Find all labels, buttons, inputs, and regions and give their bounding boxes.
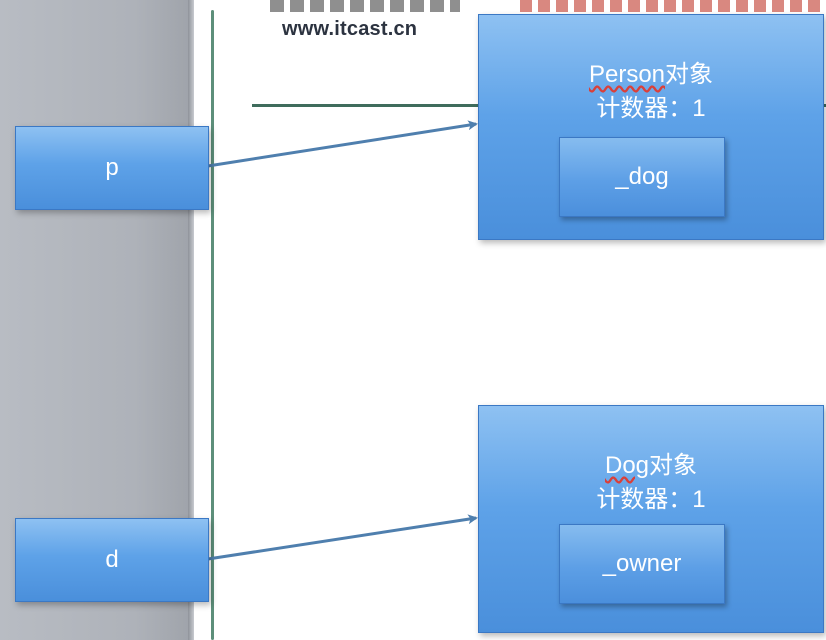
person-object-box: Person对象 计数器：1 _dog (478, 14, 824, 240)
header-logo-fragment (270, 0, 460, 12)
arrow-d-to-dog (207, 514, 478, 561)
header-title-fragment (520, 0, 820, 12)
stack-variable-p: p (15, 126, 209, 210)
dog-object-box: Dog对象 计数器：1 _owner (478, 405, 824, 633)
memory-boundary-line (211, 10, 214, 640)
object-title-suffix: 对象 (665, 61, 714, 88)
stack-variable-d: d (15, 518, 209, 602)
field-owner: _owner (559, 524, 725, 604)
reference-counter: 计数器：1 (596, 486, 706, 513)
field-label: _dog (615, 163, 669, 190)
field-label: _owner (602, 550, 682, 577)
object-class-name: Dog (604, 452, 650, 479)
variable-label: d (105, 546, 119, 573)
field-dog: _dog (559, 137, 725, 217)
stack-panel-edge (188, 0, 194, 640)
object-title: Person对象 (479, 59, 823, 91)
object-title-suffix: 对象 (649, 452, 698, 479)
reference-counter: 计数器：1 (596, 95, 706, 122)
variable-label: p (105, 154, 119, 181)
object-class-name: Person (588, 61, 666, 88)
object-title: Dog对象 (479, 450, 823, 482)
arrow-p-to-person (207, 120, 478, 168)
site-url: www.itcast.cn (282, 18, 418, 40)
